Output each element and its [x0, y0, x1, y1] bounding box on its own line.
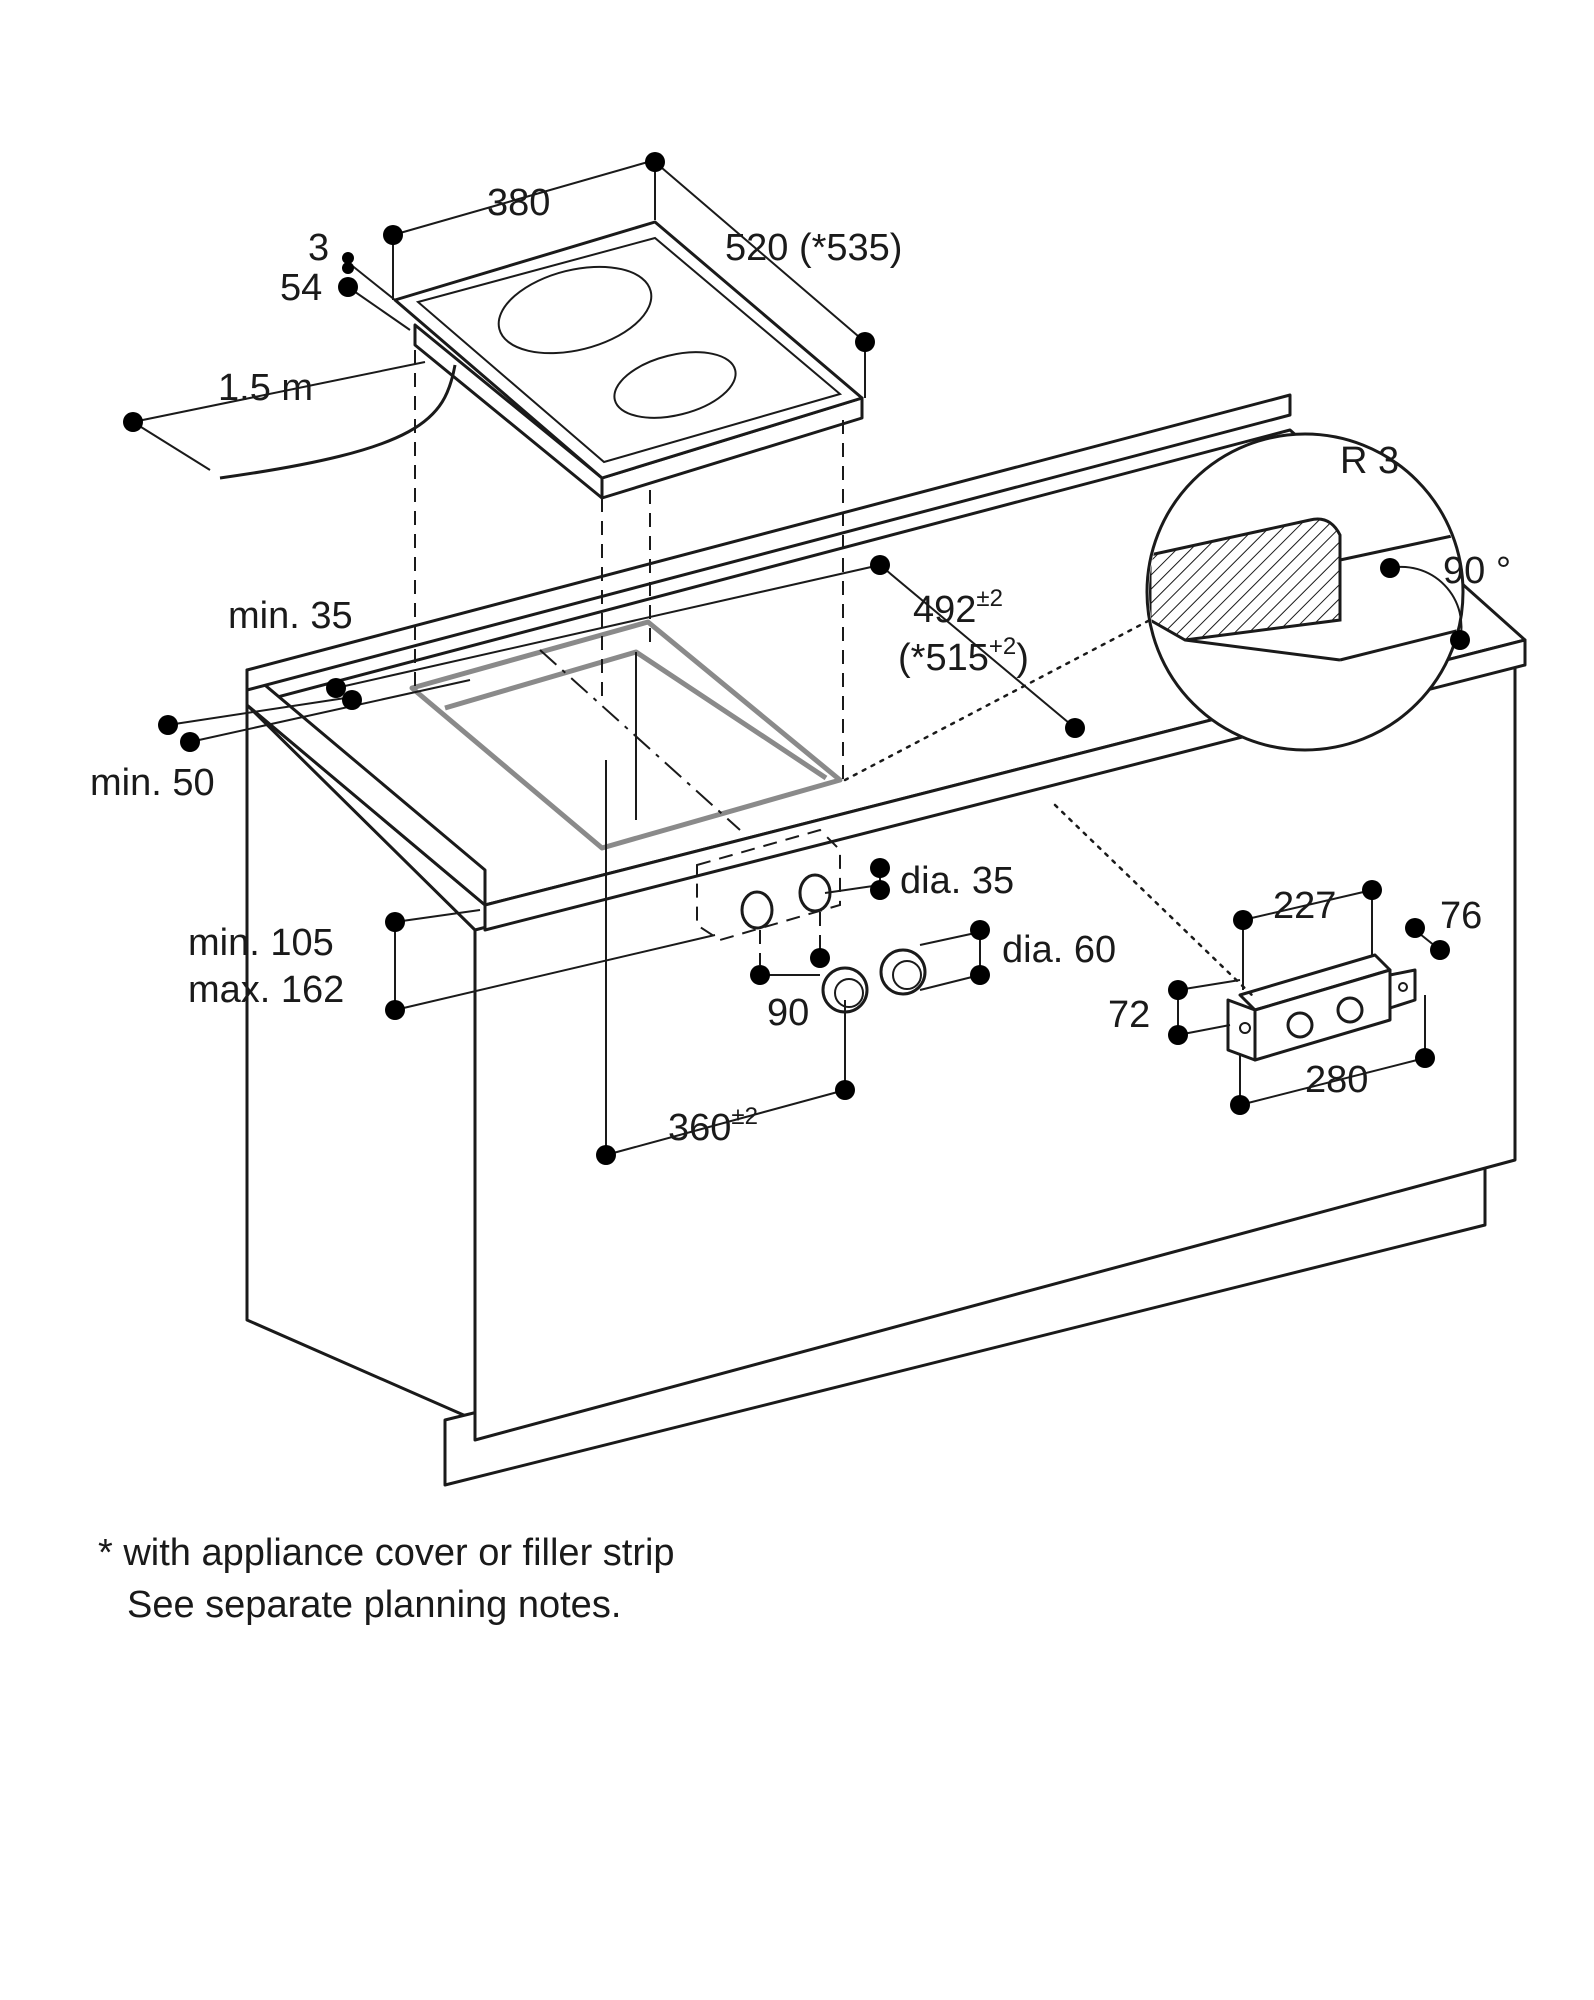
control-panel-detail: [1226, 953, 1417, 1062]
worktop-upstand: [245, 393, 1292, 692]
label-cutout-depth-alt-close: ): [1016, 637, 1029, 679]
detail-leader: [843, 618, 1152, 782]
label-hob-height: 54: [280, 267, 322, 309]
label-angle: 90 °: [1443, 550, 1511, 592]
label-panel-height: 72: [1108, 994, 1150, 1036]
label-cutout-width-tol: ±2: [731, 1103, 758, 1130]
label-cutout-width-main: 360: [668, 1107, 731, 1149]
control-unit-cutout: [696, 828, 841, 965]
label-cutout-width: 360±2: [668, 1103, 758, 1149]
label-cutout-depth-tol: ±2: [976, 585, 1003, 612]
label-cutout-depth: 492±2: [913, 585, 1003, 631]
panel-leader: [1053, 803, 1257, 1000]
label-knob-spacing: 90: [767, 992, 809, 1034]
hob-top: [393, 220, 864, 480]
label-min-front: min. 50: [90, 762, 215, 804]
label-hob-width: 380: [487, 182, 550, 224]
label-radius: R 3: [1340, 440, 1399, 482]
panel-left-bracket: [1226, 998, 1257, 1062]
label-cutout-depth-alt-open: (*515: [898, 637, 989, 679]
footnote-line-1: * with appliance cover or filler strip: [98, 1532, 675, 1574]
hob: [219, 220, 864, 500]
label-cutout-depth-alt-tol: +2: [989, 633, 1016, 660]
cooking-zone-small: [613, 351, 737, 419]
power-cable: [219, 364, 457, 480]
label-cutout-depth-main: 492: [913, 589, 976, 631]
control-knobs: [821, 948, 927, 1014]
cooking-zone-large: [497, 265, 653, 355]
label-cutout-depth-alt: (*515+2): [898, 633, 1029, 679]
dimension-points: [123, 152, 1470, 1165]
detail-magnifier: [1145, 432, 1465, 752]
label-front-max: max. 162: [188, 969, 344, 1011]
label-hob-depth: 520 (*535): [725, 227, 902, 269]
projection-lines: [414, 350, 844, 780]
knob-right: [879, 948, 927, 996]
label-knob-dia: dia. 60: [1002, 929, 1116, 971]
label-panel-mount: 280: [1305, 1059, 1368, 1101]
label-front-min: min. 105: [188, 922, 334, 964]
dimension-labels: 380 520 (*535) 3 54 1.5 m min. 35 min. 5…: [90, 182, 1511, 1149]
label-knob-hole: dia. 35: [900, 860, 1014, 902]
panel-right-bracket: [1388, 968, 1417, 1010]
label-min-back: min. 35: [228, 595, 353, 637]
hob-glass: [415, 236, 843, 464]
dimension-lines: [132, 159, 1441, 1156]
label-cable-length: 1.5 m: [218, 367, 313, 409]
label-panel-depth: 76: [1440, 895, 1482, 937]
label-frame-height: 3: [308, 227, 329, 269]
knob-hole-left: [740, 890, 774, 930]
worktop-cutout: [409, 619, 843, 851]
footnote-line-2: See separate planning notes.: [127, 1584, 621, 1626]
label-panel-width: 227: [1273, 885, 1336, 927]
footnote: * with appliance cover or filler strip S…: [98, 1532, 675, 1626]
cabinet: [245, 393, 1527, 1487]
